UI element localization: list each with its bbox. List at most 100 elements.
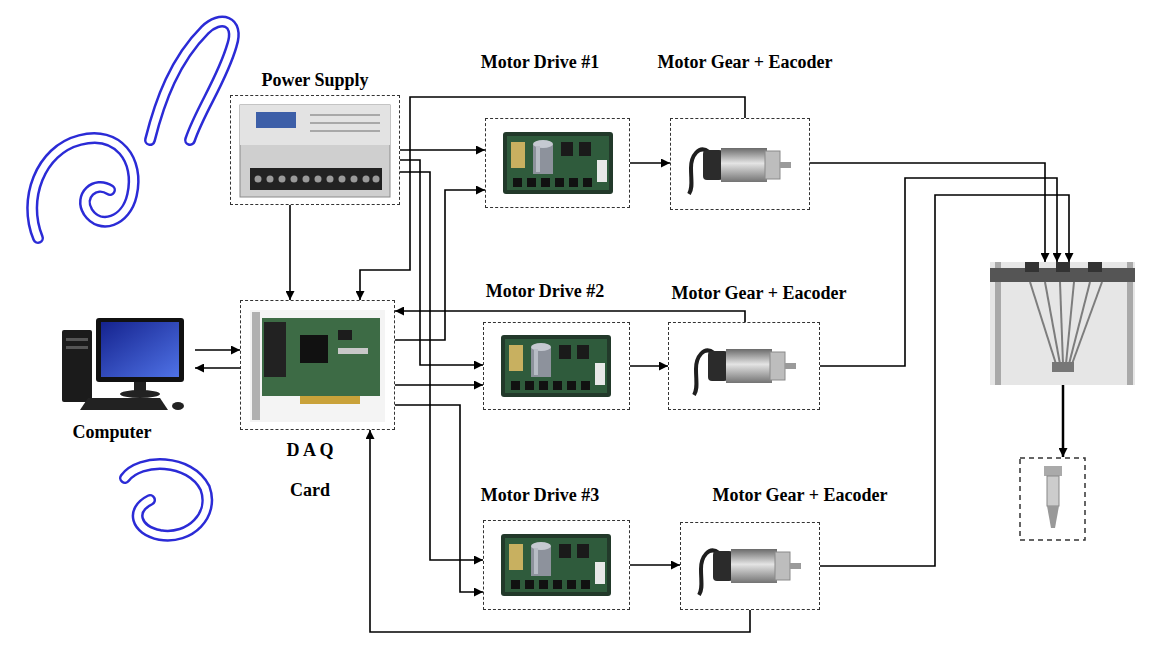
node-label: Motor Drive #2 bbox=[486, 280, 605, 302]
power-supply-picture bbox=[240, 105, 390, 197]
motor-encoder-box: Motor Gear + Eacoder bbox=[680, 522, 820, 610]
motor-drive-box: Motor Drive #2 bbox=[483, 322, 630, 410]
delta-robot-picture bbox=[1056, 262, 1070, 272]
signal-connector bbox=[395, 384, 483, 386]
power-supply-picture bbox=[240, 105, 390, 145]
end-effector-picture bbox=[1047, 506, 1059, 528]
delta-robot-picture bbox=[1025, 262, 1039, 272]
computer-picture bbox=[96, 318, 184, 382]
computer-node: Computer bbox=[55, 312, 195, 447]
signal-connector bbox=[630, 162, 670, 164]
end-effector-picture bbox=[1020, 458, 1085, 540]
power-supply-picture bbox=[250, 168, 382, 190]
signal-connector bbox=[360, 97, 745, 300]
power-supply-picture bbox=[310, 122, 380, 124]
computer-picture bbox=[120, 390, 160, 398]
power-supply-box: Power Supply bbox=[230, 95, 400, 205]
power-supply-picture bbox=[279, 176, 286, 183]
daq-card-picture bbox=[250, 310, 385, 422]
node-label: Power Supply bbox=[261, 69, 368, 91]
delta-robot-picture bbox=[1052, 362, 1074, 372]
power-supply-picture bbox=[351, 176, 358, 183]
daq-card-picture bbox=[338, 330, 352, 340]
end-effector-picture bbox=[1044, 466, 1062, 476]
power-supply-picture bbox=[291, 176, 298, 183]
motor-encoder-picture bbox=[694, 349, 796, 395]
node-label: Motor Drive #1 bbox=[481, 51, 600, 73]
signal-connector bbox=[395, 405, 483, 592]
motor-drive-box: Motor Drive #3 bbox=[483, 520, 630, 610]
computer-picture bbox=[66, 338, 88, 341]
power-supply-picture bbox=[310, 114, 380, 116]
power-supply-picture bbox=[240, 105, 390, 197]
computer-picture bbox=[172, 402, 184, 410]
power-supply-picture bbox=[315, 176, 322, 183]
signal-connector bbox=[370, 430, 750, 632]
daq-card-picture bbox=[262, 318, 380, 396]
signal-connector bbox=[400, 149, 485, 151]
end-effector-picture bbox=[1047, 476, 1059, 506]
computer-picture bbox=[80, 398, 168, 410]
motor-drive-box: Motor Drive #1 bbox=[485, 118, 630, 208]
delta-robot-picture bbox=[1060, 282, 1063, 364]
node-label: Computer bbox=[73, 421, 152, 443]
daq-card-picture bbox=[338, 348, 368, 354]
end-effector-picture bbox=[1020, 458, 1085, 540]
signal-connector bbox=[630, 365, 668, 367]
signal-connector bbox=[630, 564, 680, 566]
power-supply-picture bbox=[256, 112, 296, 128]
motor-drive-picture bbox=[501, 534, 611, 596]
watermark bbox=[125, 464, 207, 536]
motor-encoder-picture bbox=[689, 148, 801, 595]
computer-picture bbox=[101, 322, 179, 377]
power-supply-picture bbox=[303, 176, 310, 183]
power-supply-picture bbox=[327, 176, 334, 183]
node-label: Motor Gear + Eacoder bbox=[712, 484, 887, 506]
daq-card-picture bbox=[250, 310, 385, 422]
watermark bbox=[32, 138, 133, 238]
motor-encoder-box: Motor Gear + Eacoder bbox=[668, 322, 820, 410]
power-supply-picture bbox=[339, 176, 346, 183]
motor-shaft-wire bbox=[810, 163, 1069, 566]
computer-picture bbox=[62, 318, 184, 410]
delta-robot-picture bbox=[990, 262, 1135, 385]
watermark bbox=[32, 22, 234, 536]
power-supply-picture bbox=[267, 176, 274, 183]
signal-connector bbox=[289, 205, 291, 300]
motor-encoder-picture bbox=[699, 549, 801, 595]
computer-picture bbox=[62, 330, 92, 402]
signal-connector bbox=[395, 190, 485, 340]
daq-card-picture bbox=[300, 396, 360, 404]
node-label: Motor Drive #3 bbox=[481, 484, 600, 506]
signal-connector bbox=[195, 349, 240, 351]
delta-robot-picture bbox=[1072, 282, 1102, 364]
power-supply-picture bbox=[363, 176, 370, 183]
signal-connector bbox=[395, 311, 745, 322]
node-label: D A Q Card bbox=[279, 430, 341, 510]
delta-robot-picture bbox=[1088, 262, 1102, 272]
watermark bbox=[32, 138, 133, 238]
signal-connector bbox=[195, 367, 240, 369]
power-supply-picture bbox=[310, 130, 380, 132]
motor-encoder-picture bbox=[689, 148, 791, 194]
watermark bbox=[150, 22, 234, 140]
daq-card-picture bbox=[300, 335, 328, 363]
node-label: Motor Gear + Eacoder bbox=[671, 282, 846, 304]
daq-card-picture bbox=[252, 312, 260, 420]
signal-connector bbox=[400, 172, 483, 560]
watermark bbox=[150, 22, 234, 140]
delta-robot-picture bbox=[990, 262, 1135, 385]
power-supply-picture bbox=[373, 176, 380, 183]
daq-card-picture bbox=[264, 322, 286, 377]
motor-shaft-wire bbox=[820, 195, 1069, 566]
motor-shaft-wire bbox=[820, 178, 1057, 366]
motor-encoder-box: Motor Gear + Eacoder bbox=[670, 118, 810, 210]
motor-drive-picture bbox=[501, 335, 611, 397]
motor-drive-picture bbox=[503, 132, 613, 194]
motor-shaft-wire bbox=[1062, 385, 1065, 457]
watermark bbox=[125, 464, 207, 536]
delta-robot-picture bbox=[1045, 282, 1060, 364]
